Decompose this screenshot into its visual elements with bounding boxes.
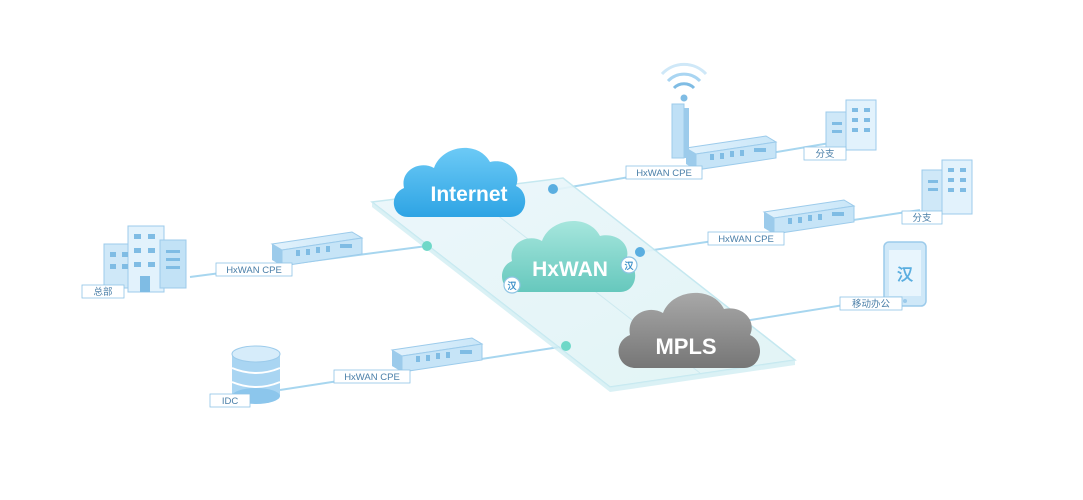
building-icon: [921, 159, 973, 215]
svg-text:IDC: IDC: [222, 396, 239, 407]
label-hq: 总部: [81, 284, 125, 299]
svg-text:汉: 汉: [507, 280, 517, 291]
router-icon: [270, 231, 364, 267]
mpls-cloud: MPLS: [618, 292, 761, 368]
svg-text:HxWAN CPE: HxWAN CPE: [344, 372, 400, 383]
internet-label: Internet: [430, 183, 507, 206]
svg-text:总部: 总部: [93, 286, 112, 298]
building-icon: [103, 225, 187, 293]
label-branch-1: 分支: [803, 146, 847, 161]
svg-text:汉: 汉: [897, 265, 914, 284]
label-cpe-branch-2: HxWAN CPE: [707, 231, 785, 246]
hxwan-logo-icon: 汉: [503, 276, 521, 294]
node-dot-branch-1: [548, 184, 558, 194]
svg-text:HxWAN CPE: HxWAN CPE: [718, 234, 774, 245]
svg-text:分支: 分支: [815, 148, 835, 160]
database-icon: [231, 345, 281, 404]
mpls-label: MPLS: [655, 334, 716, 359]
router-icon: [762, 199, 856, 235]
wifi-tower-icon: [660, 62, 708, 159]
hxwan-cloud: HxWAN 汉 汉: [501, 221, 638, 294]
label-cpe-branch-1: HxWAN CPE: [625, 165, 703, 180]
label-mobile: 移动办公: [839, 296, 903, 311]
svg-text:HxWAN CPE: HxWAN CPE: [226, 265, 282, 276]
hxwan-label: HxWAN: [532, 258, 608, 281]
label-cpe-hq: HxWAN CPE: [215, 262, 293, 277]
svg-text:HxWAN CPE: HxWAN CPE: [636, 168, 692, 179]
svg-text:分支: 分支: [912, 212, 932, 224]
router-icon: [684, 135, 778, 171]
hxwan-logo-icon: 汉: [620, 256, 638, 274]
label-idc: IDC: [209, 393, 251, 408]
svg-text:汉: 汉: [624, 260, 634, 271]
label-cpe-idc: HxWAN CPE: [333, 369, 411, 384]
router-icon: [390, 337, 484, 373]
internet-cloud: Internet: [393, 147, 526, 217]
label-branch-2: 分支: [901, 210, 943, 225]
panel-nodes: [422, 184, 743, 351]
building-icon: [825, 99, 877, 151]
svg-text:移动办公: 移动办公: [852, 298, 891, 310]
node-dot-idc: [561, 341, 571, 351]
node-dot-branch-2: [635, 247, 645, 257]
phone-icon: 汉: [883, 241, 927, 307]
node-dot-hq: [422, 241, 432, 251]
